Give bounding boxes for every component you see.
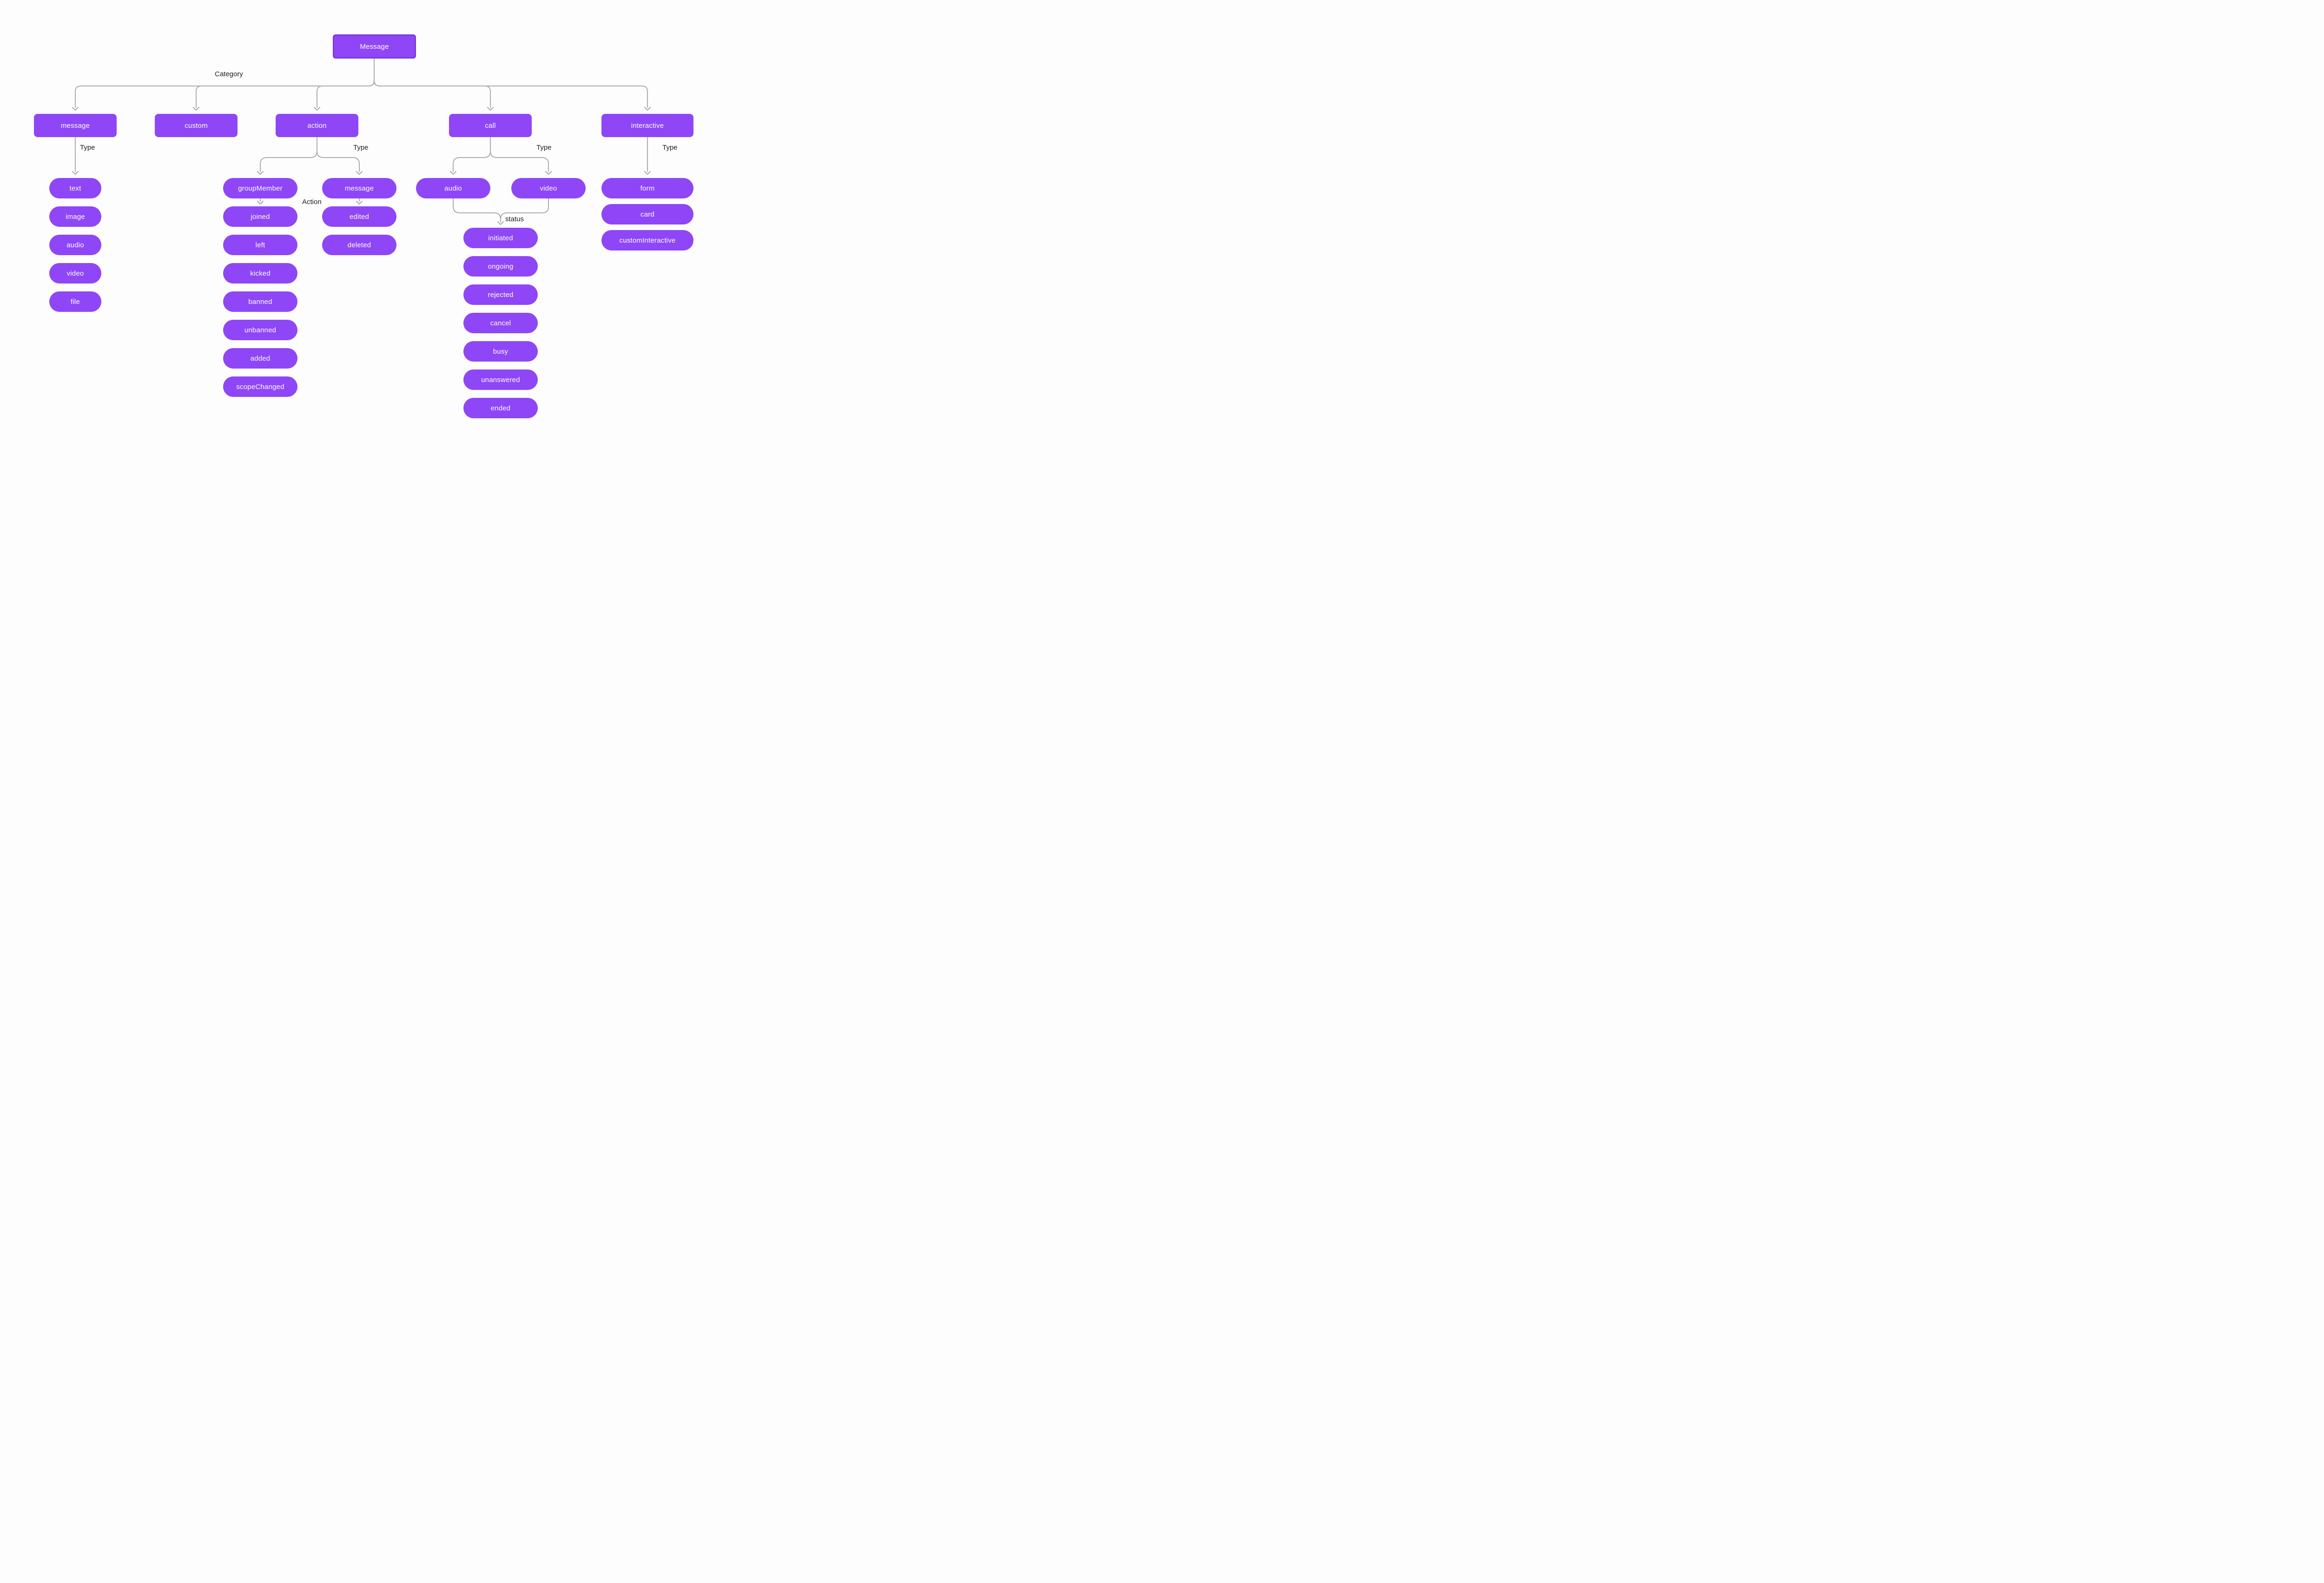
node-action-joined: joined xyxy=(223,206,297,227)
node-category-interactive: interactive xyxy=(601,114,693,137)
edge-label-status: status xyxy=(505,215,524,223)
node-status-ongoing: ongoing xyxy=(463,256,538,277)
node-status-unanswered: unanswered xyxy=(463,369,538,390)
edge-call-fork-video xyxy=(490,137,552,175)
node-type-video: video xyxy=(49,263,101,284)
node-action-banned: banned xyxy=(223,291,297,312)
node-type-image: image xyxy=(49,206,101,227)
node-actiontype-message: message xyxy=(322,178,396,198)
node-action-unbanned: unbanned xyxy=(223,320,297,340)
edge-audio-to-status xyxy=(453,198,504,225)
node-category-message: message xyxy=(34,114,117,137)
edge-label-action: Action xyxy=(302,198,322,206)
connector-layer xyxy=(72,58,651,225)
node-type-audio: audio xyxy=(49,235,101,255)
edge-label-type-call: Type xyxy=(536,144,552,152)
node-type-file: file xyxy=(49,291,101,312)
edge-call-fork-audio xyxy=(449,137,491,175)
node-action-kicked: kicked xyxy=(223,263,297,284)
node-actiontype-groupmember: groupMember xyxy=(223,178,297,198)
node-category-action: action xyxy=(276,114,358,137)
node-status-ended: ended xyxy=(463,398,538,418)
edge-label-category: Category xyxy=(215,70,243,78)
node-calltype-audio: audio xyxy=(416,178,490,198)
node-msgaction-edited: edited xyxy=(322,206,396,227)
node-status-rejected: rejected xyxy=(463,284,538,305)
node-action-scopechanged: scopeChanged xyxy=(223,376,297,397)
edge-root-to-interactive xyxy=(374,58,651,111)
edge-label-type-action: Type xyxy=(353,144,369,152)
edge-action-fork-groupmember xyxy=(257,137,317,175)
node-root-message: Message xyxy=(333,34,416,59)
edge-video-to-status xyxy=(500,198,549,220)
node-status-cancel: cancel xyxy=(463,313,538,333)
node-category-custom: custom xyxy=(155,114,238,137)
edge-label-type-message: Type xyxy=(80,144,95,152)
node-msgaction-deleted: deleted xyxy=(322,235,396,255)
edge-root-to-message xyxy=(72,58,375,111)
node-type-text: text xyxy=(49,178,101,198)
node-category-call: call xyxy=(449,114,532,137)
node-action-left: left xyxy=(223,235,297,255)
diagram-canvas: Category Type Type Type Type Action stat… xyxy=(0,0,729,453)
edge-label-type-interactive: Type xyxy=(662,144,678,152)
node-status-busy: busy xyxy=(463,341,538,362)
edge-root-to-action xyxy=(313,58,375,111)
node-interactivetype-card: card xyxy=(601,204,693,224)
node-calltype-video: video xyxy=(511,178,586,198)
edge-root-to-custom xyxy=(192,58,375,111)
edge-action-fork-message xyxy=(317,137,363,175)
node-interactivetype-form: form xyxy=(601,178,693,198)
edge-root-to-call xyxy=(374,58,494,111)
node-action-added: added xyxy=(223,348,297,369)
node-interactivetype-custominteractive: customInteractive xyxy=(601,230,693,251)
node-status-initiated: initiated xyxy=(463,228,538,248)
